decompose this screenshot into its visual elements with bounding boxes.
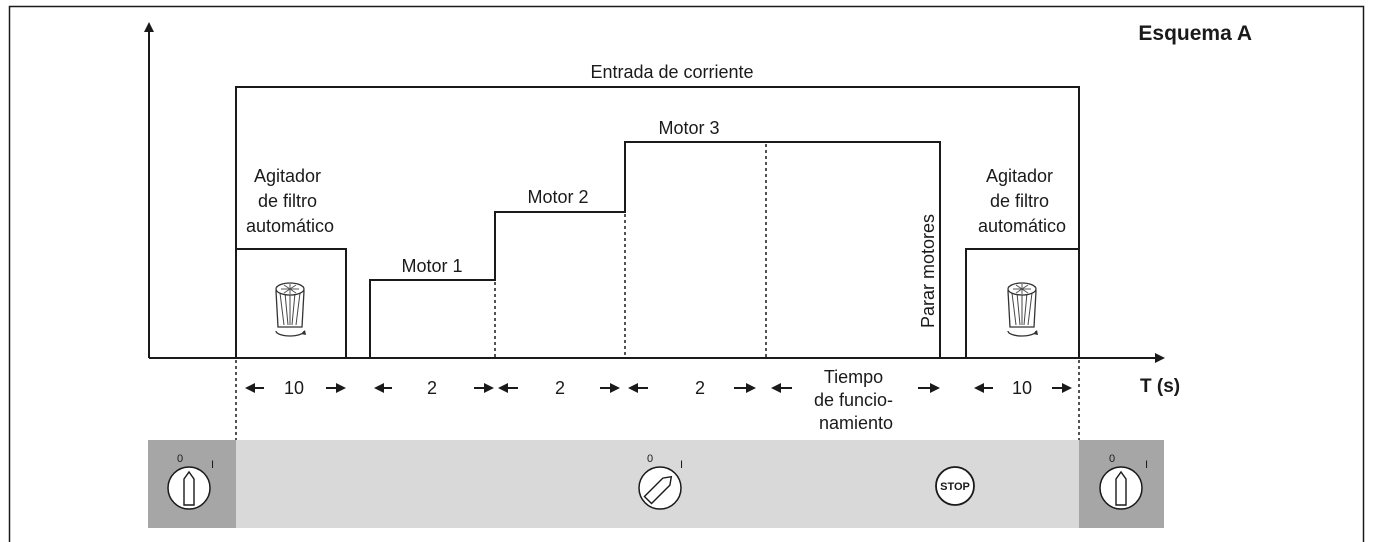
motor1-label: Motor 1 <box>401 256 462 276</box>
duration-4: 2 <box>695 378 705 398</box>
switch-middle-off-mark: 0 <box>647 453 653 465</box>
agitator-right-pulse <box>965 248 1079 358</box>
agitator-left-label: Agitador de filtro automático <box>246 166 334 236</box>
switch-middle-on-mark: I <box>680 459 683 471</box>
motor2-label: Motor 2 <box>527 187 588 207</box>
agitator-left-icon <box>275 282 307 337</box>
switch-left-off-mark: 0 <box>177 453 183 465</box>
outer-frame <box>8 5 1365 542</box>
stop-motors-label: Parar motores <box>918 214 938 328</box>
time-axis-label: T (s) <box>1140 376 1180 397</box>
duration-3: 2 <box>555 378 565 398</box>
stop-button-label: STOP <box>940 481 970 493</box>
duration-1: 10 <box>284 378 304 398</box>
motor-staircase <box>369 141 941 358</box>
diagram-title: Esquema A <box>1138 22 1252 45</box>
switch-middle-knob[interactable] <box>638 466 682 510</box>
power-envelope <box>235 86 1080 358</box>
switch-right-off-mark: 0 <box>1109 453 1115 465</box>
switch-right-knob[interactable] <box>1099 466 1143 510</box>
duration-5: 10 <box>1012 378 1032 398</box>
switch-right-on-mark: I <box>1145 459 1148 471</box>
motor3-label: Motor 3 <box>658 118 719 138</box>
stop-button[interactable] <box>935 466 975 506</box>
power-label: Entrada de corriente <box>590 62 753 82</box>
runtime-label: Tiempo de funcio- namiento <box>814 367 898 433</box>
agitator-right-label: Agitador de filtro automático <box>978 166 1066 236</box>
duration-2: 2 <box>427 378 437 398</box>
switch-left-knob[interactable] <box>167 466 211 510</box>
switch-left-on-mark: I <box>211 459 214 471</box>
agitator-left-pulse <box>236 248 347 358</box>
agitator-right-icon <box>1007 282 1039 337</box>
